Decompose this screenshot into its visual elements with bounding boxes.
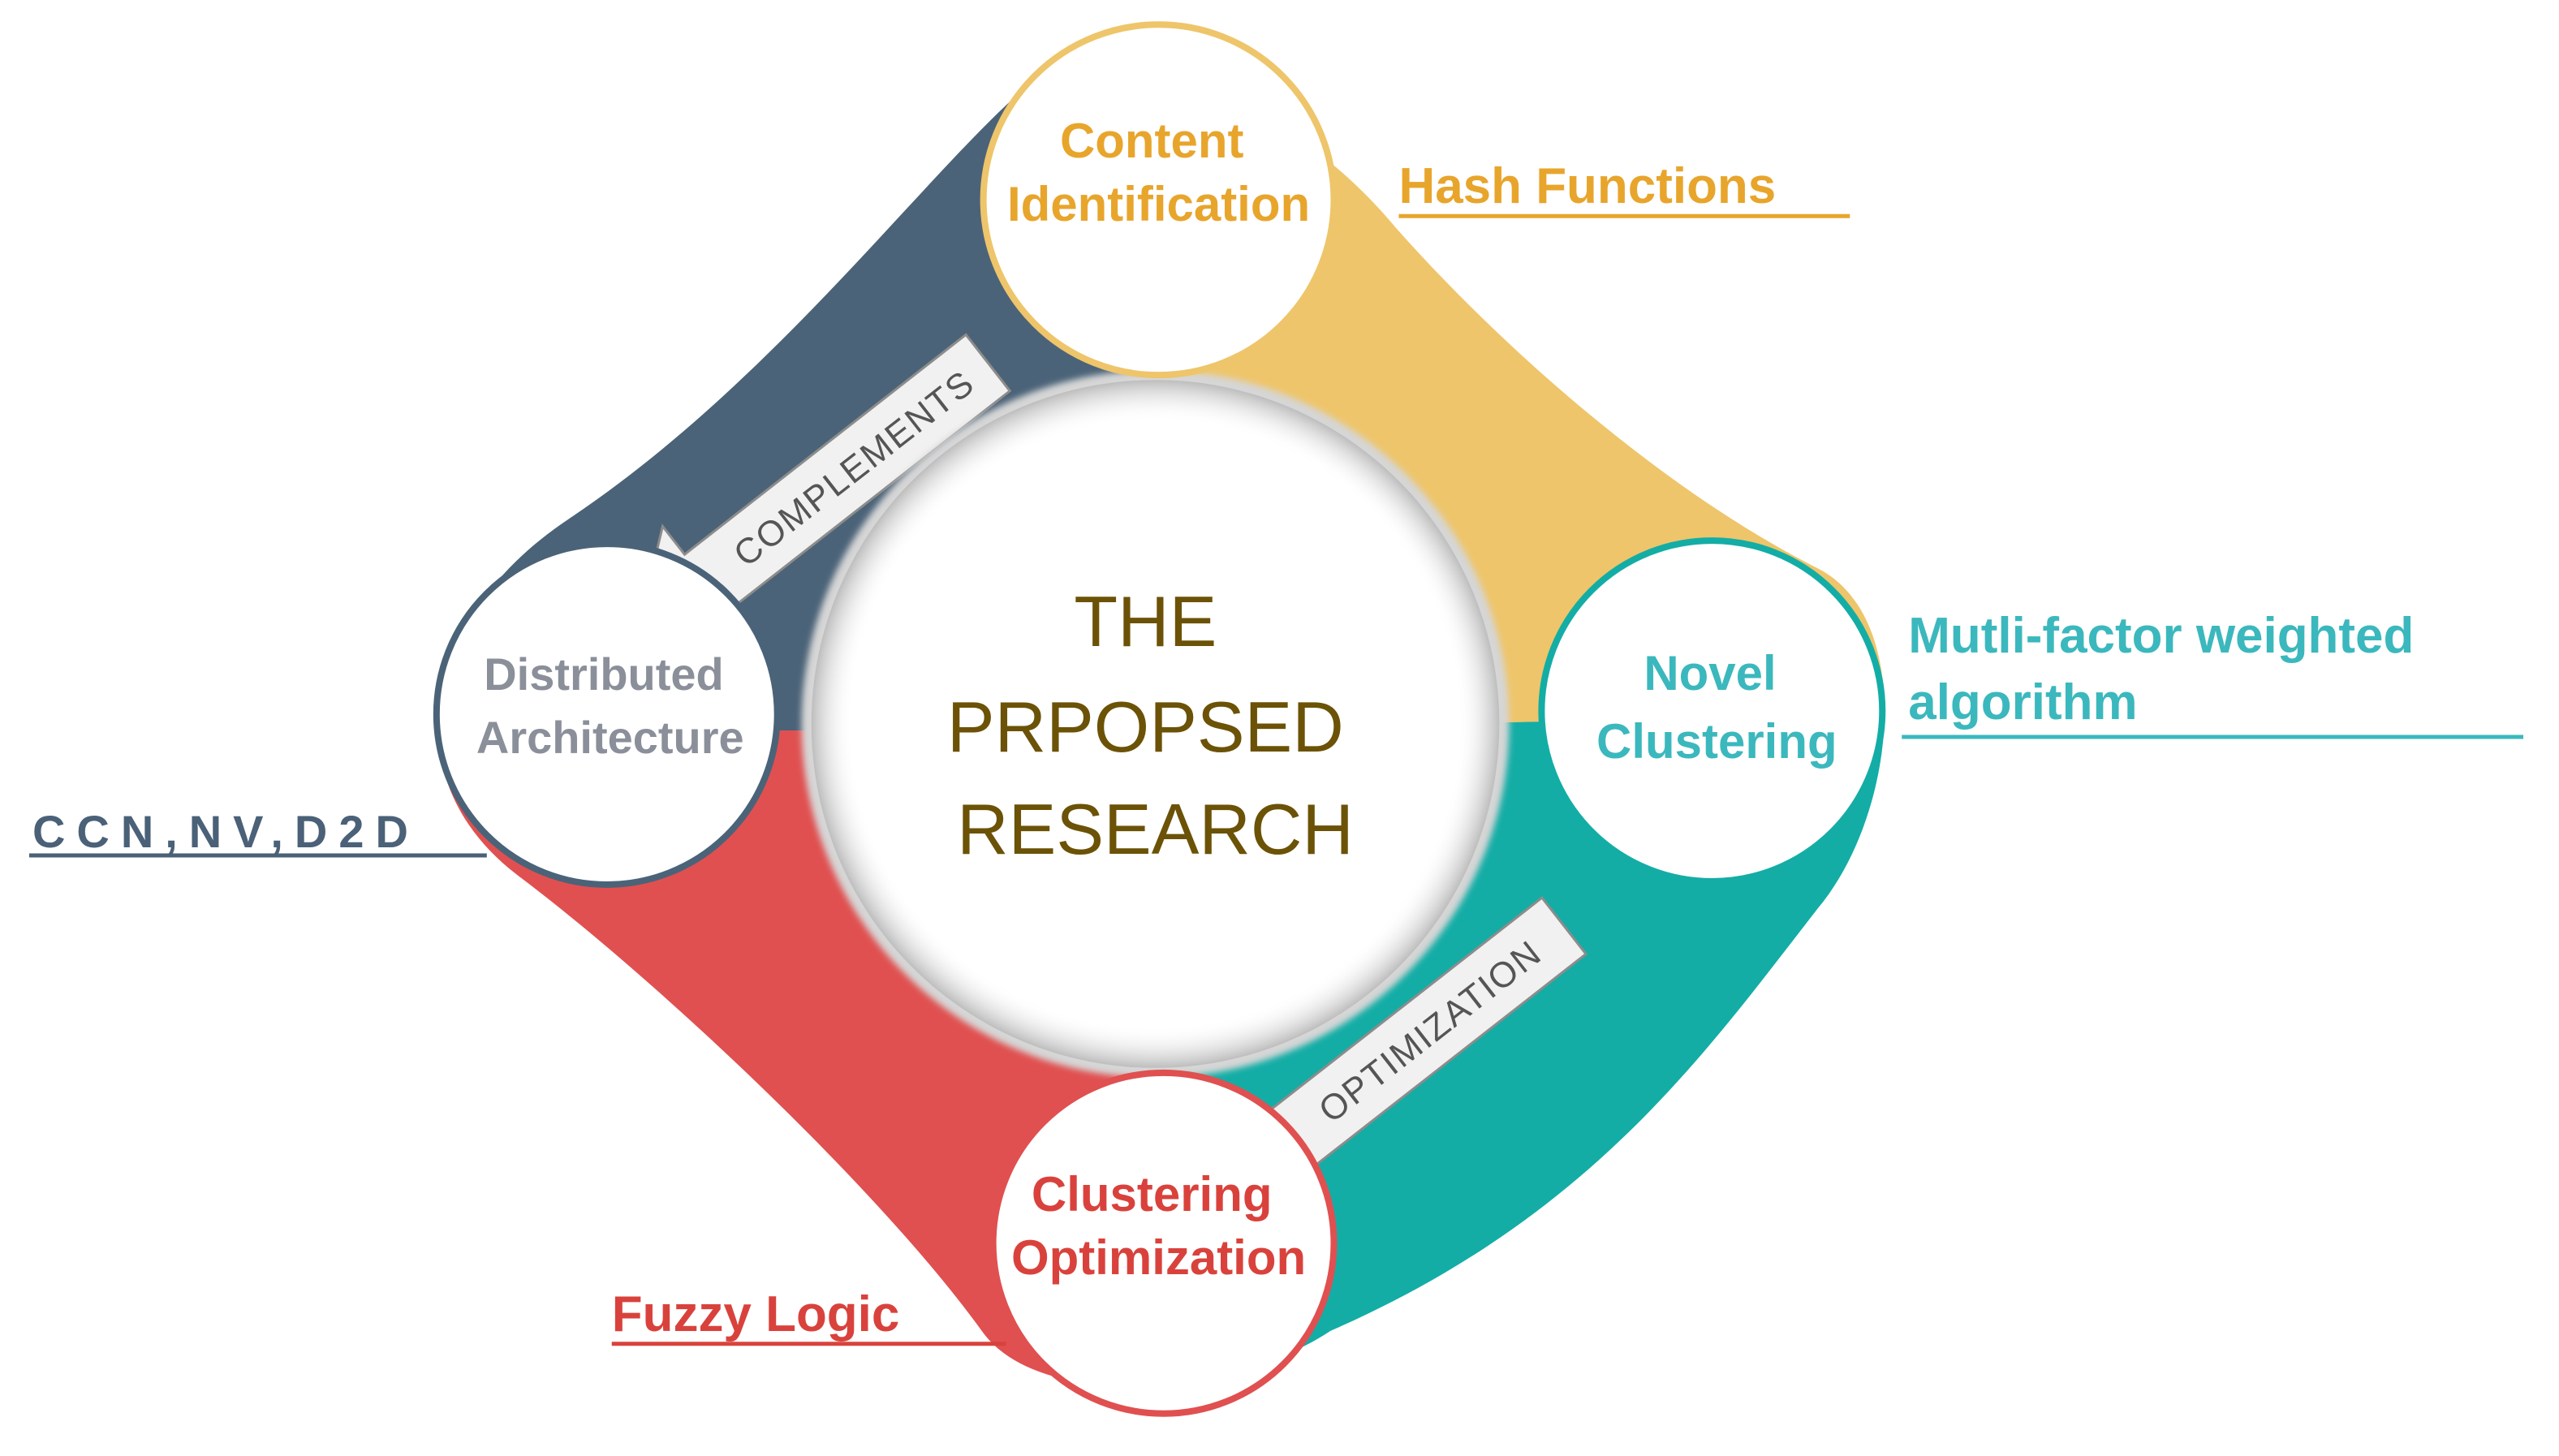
side-label-hash-functions-line-1: Hash Functions — [1398, 158, 1776, 214]
node-clustering-optimization-line-2: Optimization — [1011, 1230, 1306, 1285]
node-distributed-architecture: Distributed Architecture — [433, 541, 781, 888]
node-novel-clustering-label: Novel Clustering — [1596, 646, 1837, 769]
node-content-identification-circle — [980, 21, 1338, 379]
side-label-ccn-nv-d2d-line-1: CCN,NV,D2D — [32, 806, 420, 857]
side-label-multi-factor-line-2: algorithm — [1908, 674, 2137, 730]
node-novel-clustering-line-1: Novel — [1644, 646, 1776, 700]
center-circle-shade — [811, 380, 1500, 1068]
node-novel-clustering-line-2: Clustering — [1596, 714, 1837, 769]
center-title: THE PRPOPSED RESEARCH — [947, 581, 1364, 869]
node-clustering-optimization-line-1: Clustering — [1032, 1167, 1273, 1221]
node-distributed-architecture-label: Distributed Architecture — [476, 648, 744, 763]
side-label-fuzzy-logic: Fuzzy Logic — [612, 1286, 900, 1342]
center-title-line-3: RESEARCH — [957, 789, 1354, 869]
node-novel-clustering: Novel Clustering — [1538, 537, 1886, 885]
node-novel-clustering-circle — [1538, 537, 1886, 885]
node-content-identification-line-1: Content — [1060, 114, 1244, 168]
center-title-line-2: PRPOPSED — [947, 687, 1344, 767]
node-content-identification-label: Content Identification — [1007, 114, 1310, 231]
node-content-identification: Content Identification — [980, 21, 1338, 379]
side-label-hash-functions: Hash Functions — [1398, 158, 1776, 214]
node-distributed-architecture-circle — [433, 541, 781, 888]
node-clustering-optimization-label: Clustering Optimization — [1011, 1167, 1306, 1285]
center-circle-group: THE PRPOPSED RESEARCH — [801, 370, 1510, 1078]
side-label-fuzzy-logic-line-1: Fuzzy Logic — [612, 1286, 900, 1342]
node-content-identification-line-2: Identification — [1007, 177, 1310, 231]
side-label-multi-factor-line-1: Mutli-factor weighted — [1908, 608, 2414, 664]
center-title-line-1: THE — [1074, 581, 1217, 661]
node-distributed-architecture-line-2: Architecture — [476, 712, 744, 763]
node-distributed-architecture-line-1: Distributed — [484, 648, 723, 700]
side-label-ccn-nv-d2d: CCN,NV,D2D — [32, 806, 420, 857]
side-label-multi-factor: Mutli-factor weighted algorithm — [1908, 608, 2428, 730]
node-clustering-optimization-circle — [989, 1069, 1338, 1417]
node-clustering-optimization: Clustering Optimization — [989, 1069, 1338, 1417]
